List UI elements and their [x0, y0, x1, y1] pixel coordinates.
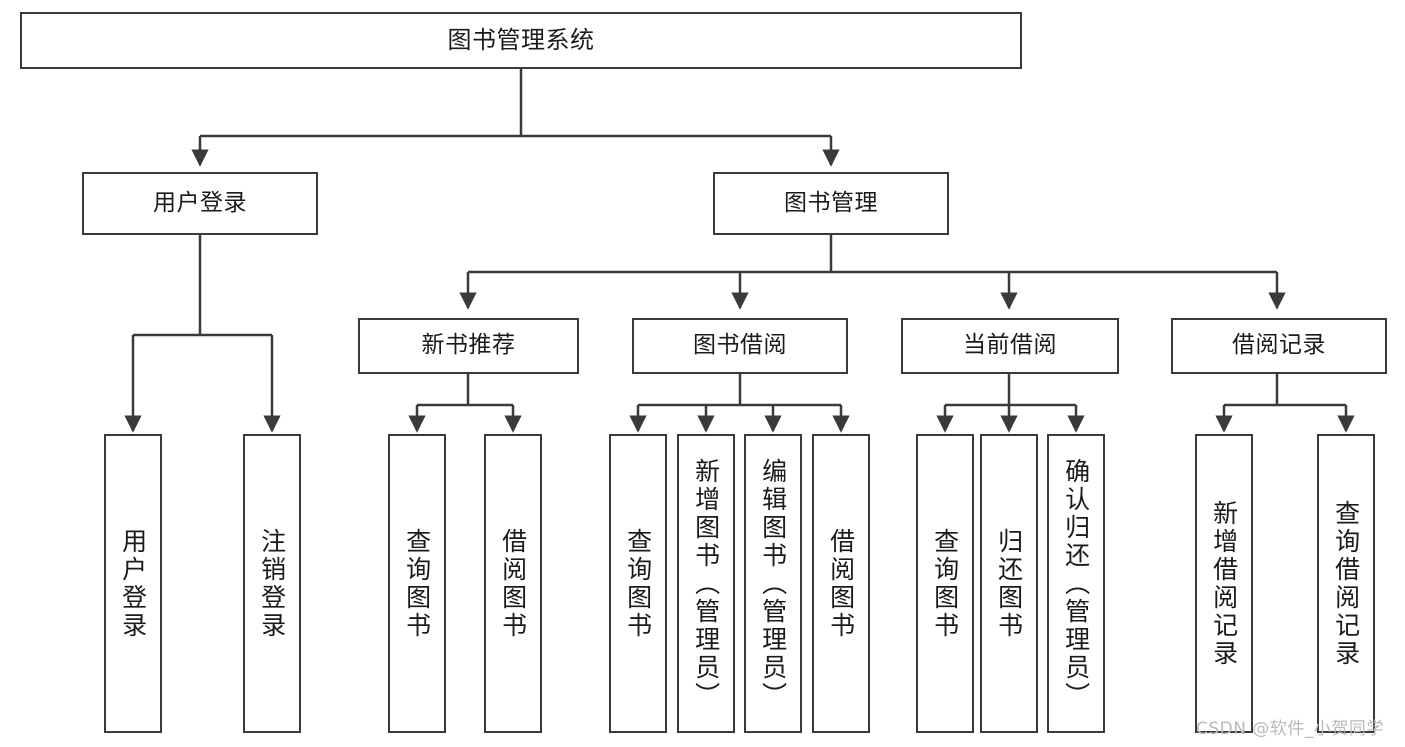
node-new-book-recommend[interactable]: 新书推荐 — [358, 318, 579, 374]
node-book-manage[interactable]: 图书管理 — [713, 172, 949, 235]
leaf-borrow-book-recommend[interactable]: 借阅图书 — [484, 434, 542, 733]
leaf-user-login[interactable]: 用户登录 — [104, 434, 162, 733]
leaf-return-book[interactable]: 归还图书 — [980, 434, 1038, 733]
leaf-query-book-current[interactable]: 查询图书 — [916, 434, 974, 733]
leaf-logout-login[interactable]: 注销登录 — [243, 434, 301, 733]
leaf-borrow-book-borrow[interactable]: 借阅图书 — [812, 434, 870, 733]
leaf-confirm-return-admin[interactable]: 确认归还（管理员） — [1047, 434, 1105, 733]
leaf-query-book-recommend[interactable]: 查询图书 — [388, 434, 446, 733]
node-current-borrow[interactable]: 当前借阅 — [901, 318, 1119, 374]
node-root[interactable]: 图书管理系统 — [20, 12, 1022, 69]
leaf-query-borrow-record[interactable]: 查询借阅记录 — [1317, 434, 1375, 733]
leaf-edit-book-admin[interactable]: 编辑图书（管理员） — [744, 434, 802, 733]
leaf-add-book-admin[interactable]: 新增图书（管理员） — [677, 434, 735, 733]
node-borrow-record[interactable]: 借阅记录 — [1171, 318, 1387, 374]
watermark-text: CSDN @软件_小贺同学 — [1196, 719, 1384, 739]
node-user-login[interactable]: 用户登录 — [82, 172, 318, 235]
node-book-borrow[interactable]: 图书借阅 — [632, 318, 848, 374]
leaf-add-borrow-record[interactable]: 新增借阅记录 — [1195, 434, 1253, 733]
leaf-query-book-borrow[interactable]: 查询图书 — [609, 434, 667, 733]
